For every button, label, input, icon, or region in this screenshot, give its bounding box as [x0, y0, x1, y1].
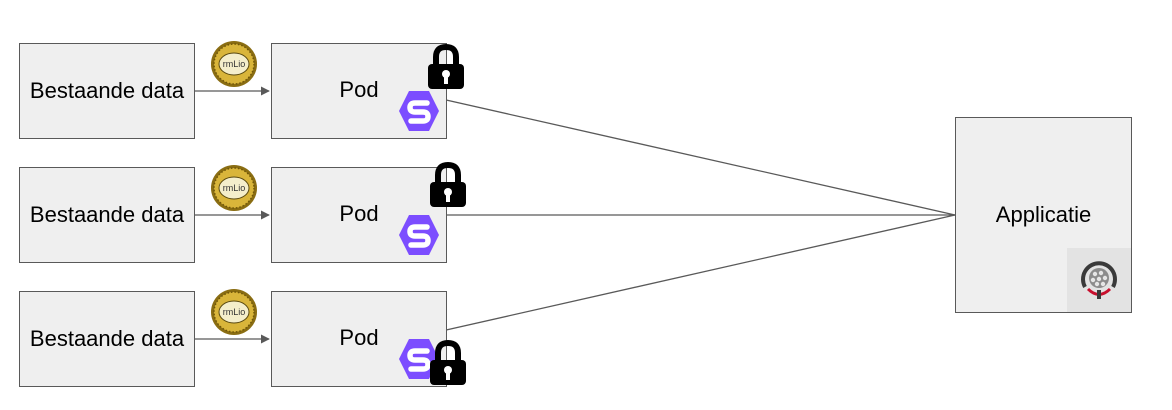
existing-data-label: Bestaande data [29, 326, 185, 351]
solid-logo-icon [399, 91, 439, 131]
application-label: Applicatie [995, 202, 1092, 227]
existing-data-label: Bestaande data [29, 202, 185, 227]
pod-box-1: Pod [271, 43, 447, 139]
pod-box-2: Pod [271, 167, 447, 263]
pod-label: Pod [339, 325, 379, 350]
app-logo-icon [1067, 248, 1131, 312]
app-to-pod-arrow-3 [423, 214, 956, 338]
existing-data-box-1: Bestaande data [19, 43, 195, 139]
rml-io-coin-icon: rmLio [210, 164, 258, 212]
lock-icon [428, 44, 464, 89]
svg-text:rmLio: rmLio [223, 183, 246, 193]
rml-io-coin-icon: rmLio [210, 40, 258, 88]
app-to-pod-arrow-1 [423, 92, 956, 216]
pod-label: Pod [339, 77, 379, 102]
rml-io-coin-icon: rmLio [210, 288, 258, 336]
lock-icon [430, 340, 466, 385]
lock-icon [430, 162, 466, 207]
existing-data-box-2: Bestaande data [19, 167, 195, 263]
existing-data-box-3: Bestaande data [19, 291, 195, 387]
svg-text:rmLio: rmLio [223, 59, 246, 69]
existing-data-label: Bestaande data [29, 78, 185, 103]
pod-label: Pod [339, 201, 379, 226]
pod-box-3: Pod [271, 291, 447, 387]
solid-logo-icon [399, 215, 439, 255]
application-box: Applicatie [955, 117, 1132, 313]
solid-logo-icon [399, 339, 439, 379]
svg-text:rmLio: rmLio [223, 307, 246, 317]
